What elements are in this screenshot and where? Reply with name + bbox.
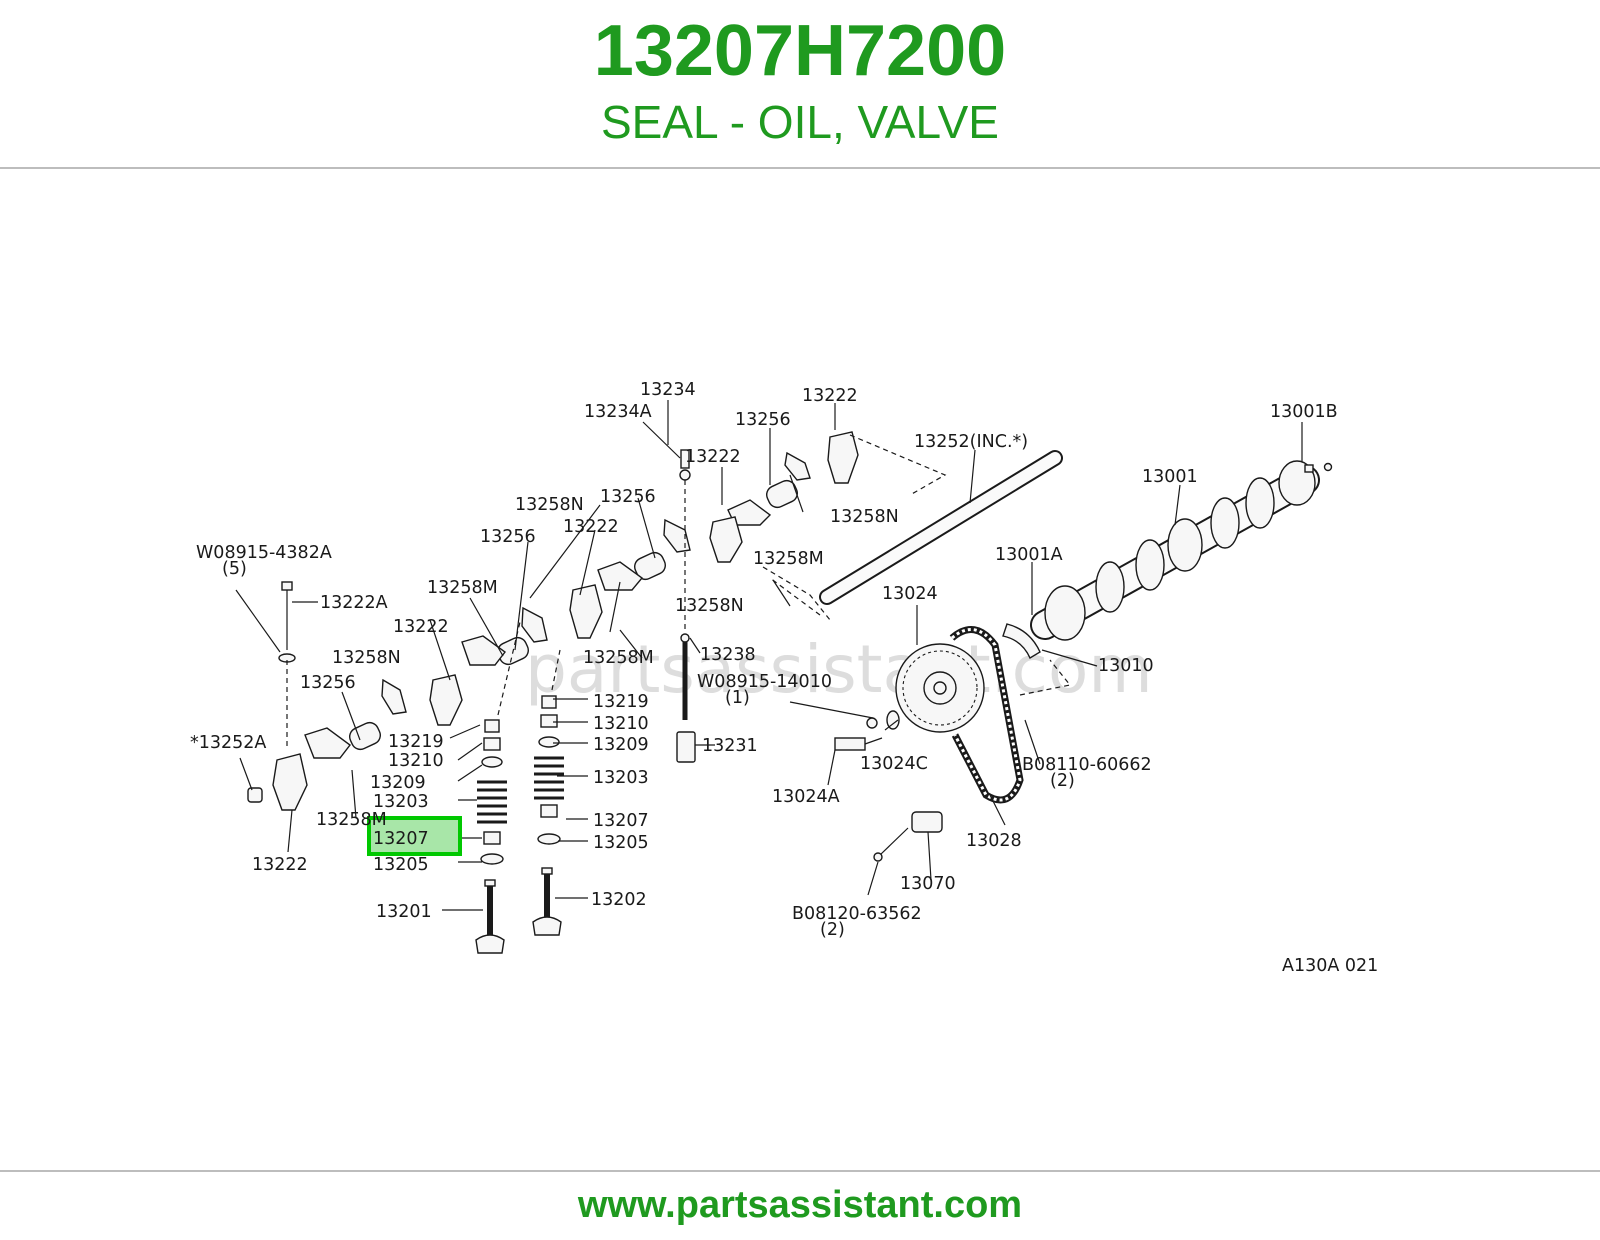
- camshaft: [1030, 460, 1333, 641]
- valve-train-right: [532, 695, 564, 936]
- callout-label: 13234: [640, 380, 696, 400]
- page-header: 13207H7200 SEAL - OIL, VALVE: [0, 0, 1600, 168]
- header-divider: [0, 167, 1600, 169]
- callout-label: 13256: [735, 410, 791, 430]
- timing-chain: [949, 626, 1024, 804]
- callout-label: 13205: [373, 855, 429, 875]
- callout-label: 13258N: [675, 596, 744, 616]
- diagram-code: A130A 021: [1282, 956, 1378, 976]
- callout-label: 13222: [563, 517, 619, 537]
- part-number-title: 13207H7200: [593, 11, 1007, 91]
- callout-label: 13258M: [583, 648, 654, 668]
- callout-label: 13001A: [995, 545, 1063, 565]
- assembly-guides: [286, 434, 1072, 750]
- callout-label: 13201: [376, 902, 432, 922]
- callout-label: 13222: [802, 386, 858, 406]
- callout-label: 13024: [882, 584, 938, 604]
- callout-label: (2): [1050, 771, 1075, 791]
- footer-website-link[interactable]: www.partsassistant.com: [577, 1184, 1023, 1226]
- callout-labels: 13234 13234A 13222 13256 13001B 13252(IN…: [190, 380, 1378, 976]
- thrust-plate: [1002, 623, 1041, 660]
- callout-label: 13234A: [584, 402, 652, 422]
- rocker-assemblies: [247, 431, 859, 811]
- chain-tensioner: [873, 811, 943, 862]
- callout-label: 13238: [700, 645, 756, 665]
- highlight-box-13207: [367, 816, 462, 856]
- callout-label: 13231: [702, 736, 758, 756]
- part-name-subtitle: SEAL - OIL, VALVE: [601, 96, 999, 148]
- callout-label: 13258M: [753, 549, 824, 569]
- callout-label: 13024A: [772, 787, 840, 807]
- callout-label: 13210: [593, 714, 649, 734]
- callout-label: 13209: [370, 773, 426, 793]
- callout-label: 13024C: [860, 754, 928, 774]
- footer-divider: [0, 1170, 1600, 1172]
- callout-label: 13205: [593, 833, 649, 853]
- callout-label: 13222: [252, 855, 308, 875]
- callout-label: 13219: [388, 732, 444, 752]
- callout-label: 13222: [685, 447, 741, 467]
- callout-label: 13258N: [515, 495, 584, 515]
- callout-label: (1): [725, 688, 750, 708]
- callout-label: 13209: [593, 735, 649, 755]
- callout-label: 13210: [388, 751, 444, 771]
- callout-label: 13207: [593, 811, 649, 831]
- rocker-shaft: [819, 450, 1063, 605]
- valve-train-left: [475, 719, 507, 954]
- callout-label: 13001: [1142, 467, 1198, 487]
- leader-lines: [235, 400, 1303, 911]
- callout-label-highlighted: 13207: [373, 829, 429, 849]
- callout-label: 13203: [593, 768, 649, 788]
- parts-diagram: partsassistant.com: [180, 340, 1420, 1012]
- rocker-bolt: [278, 581, 296, 663]
- callout-label: 13219: [593, 692, 649, 712]
- callout-label: 13202: [591, 890, 647, 910]
- callout-label: 13252(INC.*): [914, 432, 1028, 452]
- callout-label: 13070: [900, 874, 956, 894]
- sprocket-bolt: [834, 710, 900, 751]
- callout-label: 13258M: [427, 578, 498, 598]
- callout-label: 13222A: [320, 593, 388, 613]
- callout-label: 13258M: [316, 810, 387, 830]
- callout-label: 13256: [300, 673, 356, 693]
- callout-label: (2): [820, 920, 845, 940]
- callout-label: 13256: [480, 527, 536, 547]
- callout-label: 13028: [966, 831, 1022, 851]
- callout-label: 13010: [1098, 656, 1154, 676]
- callout-label: B08110-60662: [1022, 755, 1152, 775]
- callout-label: B08120-63562: [792, 904, 922, 924]
- callout-label: 13258N: [830, 507, 899, 527]
- watermark: partsassistant.com: [525, 631, 1153, 708]
- callout-label: 13258N: [332, 648, 401, 668]
- callout-label: *13252A: [190, 733, 266, 753]
- pushrod-and-tappet: [676, 449, 696, 763]
- callout-label: W08915-14010: [697, 672, 832, 692]
- callout-label: W08915-4382A: [196, 543, 332, 563]
- parts-diagram-svg: partsassistant.com: [190, 380, 1378, 976]
- callout-label: (5): [222, 559, 247, 579]
- callout-label: 13222: [393, 617, 449, 637]
- callout-label: 13203: [373, 792, 429, 812]
- callout-label: 13001B: [1270, 402, 1338, 422]
- callout-label: 13256: [600, 487, 656, 507]
- timing-sprocket: [895, 643, 985, 733]
